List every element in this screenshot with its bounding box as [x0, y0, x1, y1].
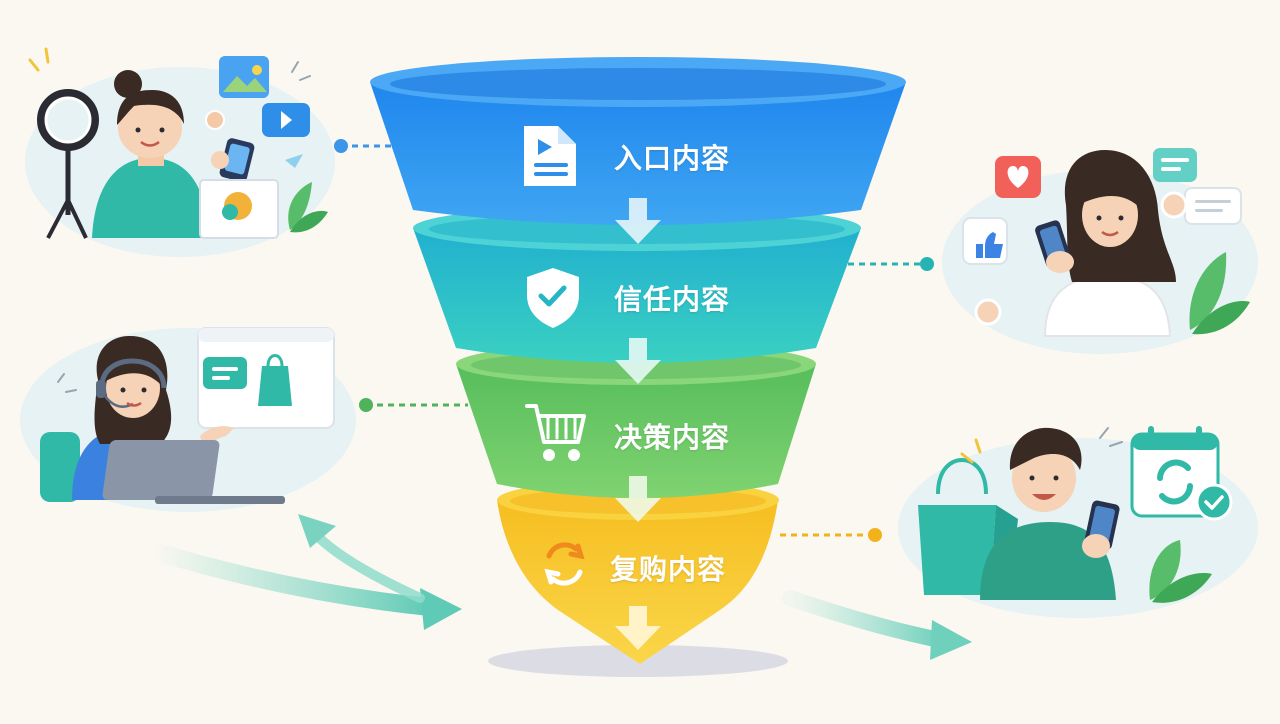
stage-down-arrow [615, 338, 661, 384]
stage-label-entry: 入口内容 [614, 142, 731, 175]
refresh-cycle-icon [544, 542, 585, 586]
flow-arrow-left [141, 541, 462, 630]
flow-arrow-return [298, 514, 425, 603]
stage-label-repeat: 复购内容 [610, 553, 727, 586]
connector-support [359, 398, 468, 412]
funnel-stage-entry [370, 57, 906, 225]
customer-service-headset-illustration [20, 327, 356, 512]
repeat-purchase-shopper-illustration [898, 426, 1258, 618]
stage-label-decision: 决策内容 [614, 421, 731, 454]
shopping-cart-icon [525, 404, 586, 461]
connector-engager [848, 257, 934, 271]
flow-arrow-right [782, 590, 972, 660]
connector-creator [334, 139, 392, 153]
stage-down-arrow [615, 606, 661, 650]
connector-repeater [780, 528, 882, 542]
stage-down-arrow [615, 476, 661, 522]
phone-social-engagement-illustration [942, 148, 1258, 354]
shield-check-icon [527, 268, 579, 328]
video-document-icon [524, 126, 576, 186]
stage-label-trust: 信任内容 [614, 283, 731, 316]
ring-light-creator-illustration [25, 47, 335, 257]
stage-down-arrow [615, 198, 661, 244]
